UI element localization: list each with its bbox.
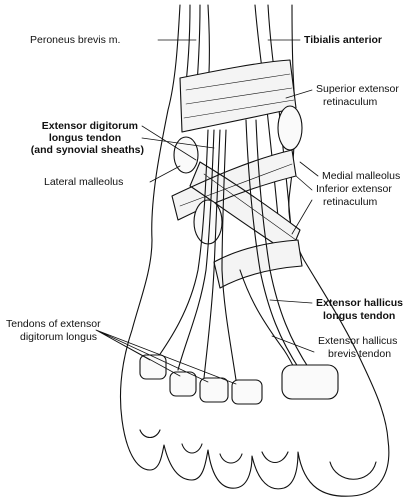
label-edl-tendon-3: (and synovial sheaths) <box>30 144 144 156</box>
toe-sheath-5 <box>139 354 167 380</box>
label-superior-retinaculum-1: Superior extensor <box>316 83 399 95</box>
label-superior-retinaculum-2: retinaculum <box>323 96 378 108</box>
label-tibialis-anterior: Tibialis anterior <box>304 34 382 46</box>
toe-sheath-3 <box>199 377 229 403</box>
label-medial-malleolus: Medial malleolus <box>322 170 401 182</box>
foot-outline <box>119 4 390 497</box>
label-peroneus-brevis: Peroneus brevis m. <box>30 34 121 46</box>
label-inferior-retinaculum-2: retinaculum <box>323 196 378 208</box>
lateral-malleolus <box>173 136 199 174</box>
label-edl-tendons-2: digitorum longus <box>20 331 98 343</box>
ehb-tendon <box>239 269 301 381</box>
hallux-retinaculum-band <box>213 239 303 289</box>
toenails <box>139 429 377 480</box>
edl-synovial-sheath <box>193 199 223 245</box>
toe-sheath-1 <box>281 364 339 400</box>
label-ehb-tendon-2: brevis tendon <box>328 348 392 360</box>
label-ehl-tendon-2: longus tendon <box>323 310 396 322</box>
label-lateral-malleolus: Lateral malleolus <box>44 176 124 188</box>
toe-sheath-2 <box>231 379 263 405</box>
label-edl-tendon-2: longus tendon <box>48 132 122 144</box>
medial-malleolus <box>277 105 303 151</box>
label-edl-tendon-1: Extensor digitorum <box>41 120 138 132</box>
label-edl-tendons-1: Tendons of extensor <box>6 318 101 330</box>
label-ehb-tendon-1: Extensor hallicus <box>318 335 398 347</box>
toe-sheath-4 <box>169 371 197 397</box>
edl-tendons <box>155 129 237 381</box>
leader-lines <box>95 39 319 385</box>
label-ehl-tendon-1: Extensor hallicus <box>316 297 403 309</box>
label-inferior-retinaculum-1: Inferior extensor <box>316 183 392 195</box>
